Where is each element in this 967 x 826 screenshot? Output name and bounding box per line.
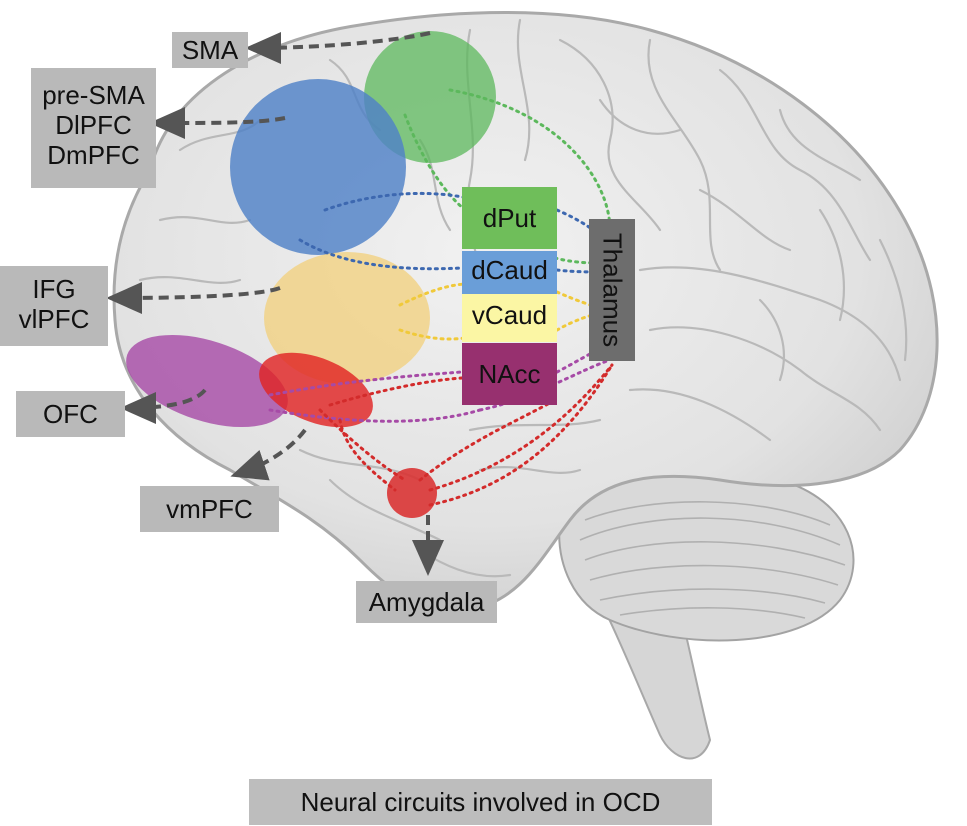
circuit-blue-2 [298,238,464,271]
label-amygdala-text: Amygdala [368,587,485,617]
ifg-region [264,252,430,384]
arrow-ofc [120,388,207,424]
vmpfc-region [259,352,373,428]
label-ofc-text: OFC [43,399,98,429]
label-vmpfc-text: vmPFC [166,494,253,524]
label-pre-sma-group: pre-SMA DlPFC DmPFC [31,68,156,188]
striatum-dcaud-text: dCaud [471,255,548,285]
label-amygdala: Amygdala [356,581,497,623]
cerebellum [558,469,855,642]
cerebellum-folds [579,501,846,619]
label-dmpfc: DmPFC [47,140,140,170]
arrow-sma [245,31,431,64]
label-sma-text: SMA [181,35,239,65]
striatum-nacc: NAcc [462,343,557,405]
ofc-region [126,334,288,428]
circuit-red-5 [428,363,614,492]
thalamus-label: Thalamus [597,232,628,348]
circuit-red-1 [328,376,464,407]
circuit-red-4 [428,363,614,507]
label-vmpfc: vmPFC [140,486,279,532]
arrow-vmpfc [230,428,307,481]
label-ofc: OFC [16,391,125,437]
label-dlpfc: DlPFC [55,110,132,140]
label-sma: SMA [172,32,248,68]
label-ifg-group: IFG vlPFC [0,266,108,346]
circuit-sma-green-2 [403,113,482,222]
circuit-yellow-1 [398,282,467,307]
figure-caption: Neural circuits involved in OCD [249,779,712,825]
striatum-nacc-text: NAcc [478,359,541,389]
label-vlpfc: vlPFC [18,304,90,334]
circuit-purple-2 [268,408,482,423]
pointer-arrows [106,31,444,576]
circuit-sma-green [448,88,612,232]
circuit-red-6 [418,398,557,482]
circuit-blue-1 [323,191,477,212]
label-ifg: IFG [32,274,76,304]
striatum-dput-text: dPut [482,203,537,233]
circuit-red-2 [318,408,407,482]
arrow-ifg [106,281,281,314]
circuit-yellow-thal [555,290,607,312]
circuit-red-3 [338,418,397,492]
label-pre-sma: pre-SMA [42,80,145,110]
thalamus-box [589,219,635,361]
amygdala-region [387,468,437,518]
circuit-lines [268,88,614,507]
circuit-blue-thal [555,208,607,242]
striatum-vcaud: vCaud [462,294,557,342]
brain-stem [598,598,712,760]
striatum-vcaud-text: vCaud [471,300,548,330]
circuit-yellow-2 [398,328,467,341]
arrow-pre-sma [149,106,286,139]
striatum-dcaud: dCaud [462,251,557,294]
prefrontal-region [230,79,406,255]
circuit-purple-1 [268,370,464,397]
striatum-dput: dPut [462,187,557,249]
